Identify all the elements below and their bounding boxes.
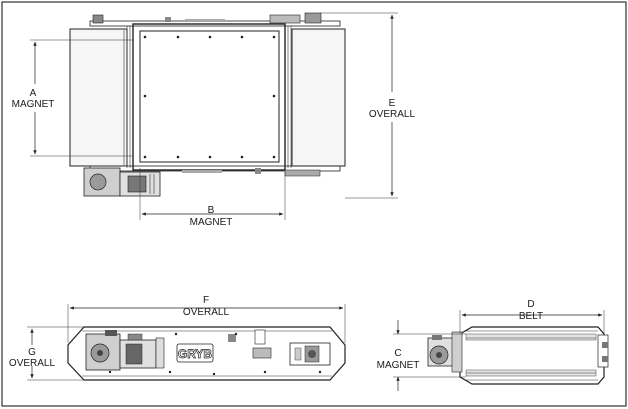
side-view: GRYB	[67, 326, 346, 381]
dim-a-name: MAGNET	[12, 99, 55, 110]
dim-b-letter: B	[208, 205, 215, 216]
right-belt-section	[291, 28, 346, 167]
end-motor	[427, 331, 463, 373]
left-belt-section	[69, 28, 128, 167]
dim-d-name: BELT	[519, 311, 543, 322]
dim-c-name: MAGNET	[377, 360, 420, 371]
gryb-logo: GRYB	[178, 347, 213, 361]
side-motor	[85, 330, 165, 371]
dim-f-name: OVERALL	[183, 307, 230, 318]
drive-motor	[83, 167, 161, 197]
dim-g-name: OVERALL	[9, 358, 56, 369]
dimension-c: C MAGNET	[377, 320, 466, 391]
dimension-g: G OVERALL	[9, 326, 84, 381]
dim-f-letter: F	[203, 295, 209, 306]
magnet-plate	[139, 30, 280, 163]
dimension-e: E OVERALL	[320, 12, 416, 199]
dim-g-letter: G	[28, 347, 36, 358]
dimension-b: B MAGNET	[139, 168, 286, 228]
dimension-a: A MAGNET	[12, 39, 133, 157]
side-take-up	[289, 342, 331, 366]
top-view	[69, 12, 346, 197]
dim-e-name: OVERALL	[369, 109, 416, 120]
dimension-d: D BELT	[459, 299, 605, 334]
end-view	[427, 326, 609, 385]
dim-c-letter: C	[394, 348, 401, 359]
dimension-f: F OVERALL	[67, 295, 346, 343]
dim-e-letter: E	[389, 98, 396, 109]
dim-b-name: MAGNET	[190, 217, 233, 228]
dim-a-letter: A	[30, 88, 37, 99]
dim-d-letter: D	[527, 299, 534, 310]
